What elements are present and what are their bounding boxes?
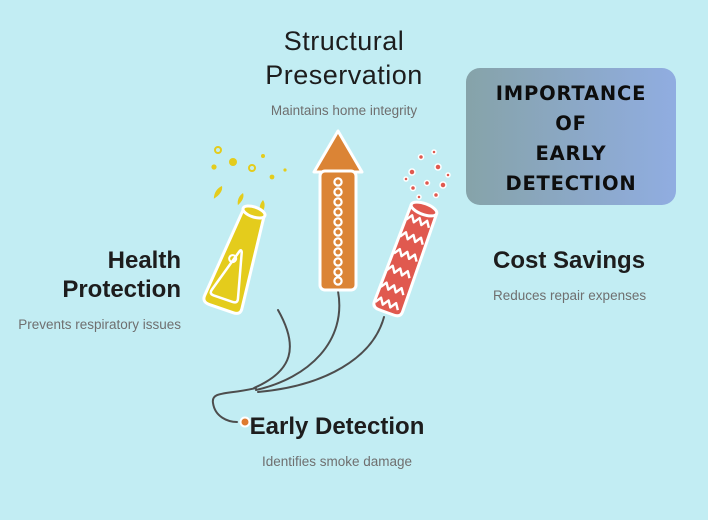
rocket-dot (333, 187, 343, 197)
orange-rocket-firework-icon (312, 129, 364, 292)
health-protection-subtitle: Prevents respiratory issues (18, 317, 181, 332)
zigzag-row (386, 264, 411, 279)
spark-ring (214, 146, 222, 154)
rocket-dot (333, 267, 343, 277)
importance-box-line-1: IMPORTANCE (495, 81, 647, 105)
zigzag-row (380, 281, 405, 296)
importance-box-line-3: EARLY DETECTION (505, 141, 637, 195)
importance-box-line-2: OF (555, 111, 587, 135)
red-firecracker-body (372, 200, 439, 318)
spark-drop (213, 186, 223, 199)
spark-dot (403, 176, 409, 182)
spark-dot (269, 174, 275, 180)
spark-dot (408, 168, 416, 176)
spark-dot (432, 191, 440, 199)
cracker-triangle-mark (209, 249, 243, 304)
orange-fuse-line (255, 290, 341, 391)
yellow-firecracker-icon (202, 146, 287, 315)
zigzag-row (374, 296, 399, 311)
early-detection-title: Early Detection (249, 413, 425, 440)
red-fuse-line (257, 316, 385, 393)
rocket-dot (333, 237, 343, 247)
structural-preservation-subtitle: Maintains home integrity (270, 103, 418, 118)
rocket-dot (333, 197, 343, 207)
fuse-tip-dot-icon (239, 416, 251, 428)
spark-dot (439, 181, 447, 189)
spark-dot (211, 164, 217, 170)
spark-dot (423, 179, 431, 187)
importance-of-early-detection-box: IMPORTANCE OF EARLY DETECTION (466, 68, 676, 205)
rocket-dot (333, 247, 343, 257)
spark-dot (445, 172, 451, 178)
health-protection-title: Health Protection (62, 247, 181, 303)
zigzag-row (405, 214, 431, 229)
cracker-opening (241, 204, 267, 220)
rocket-dot (333, 276, 343, 286)
rocket-dot-column (333, 177, 343, 286)
zigzag-row (393, 247, 418, 262)
rocket-dot (333, 227, 343, 237)
spark-dot (283, 168, 287, 172)
red-firecracker-icon (372, 149, 451, 318)
fuse-hook-line (211, 387, 257, 423)
cost-savings-subtitle: Reduces repair expenses (493, 288, 647, 303)
cracker-circle-mark (228, 254, 238, 264)
rocket-dot (333, 257, 343, 267)
early-detection-subtitle: Identifies smoke damage (261, 454, 413, 469)
red-sparks-icon (403, 149, 451, 200)
zigzag-row (399, 231, 424, 245)
cost-savings-item: Cost Savings Reduces repair expenses (493, 246, 698, 304)
spark-dot (417, 153, 425, 161)
spark-dot (409, 184, 417, 192)
rocket-dot (333, 177, 343, 187)
zigzag-pattern (374, 214, 431, 311)
rocket-dot (333, 217, 343, 227)
spark-dot (416, 194, 422, 200)
spark-drop (237, 193, 244, 206)
rocket-body (318, 169, 358, 292)
spark-dot (261, 154, 265, 158)
yellow-firecracker-body (202, 204, 267, 315)
cracker-opening (409, 200, 439, 218)
spark-dot (431, 149, 437, 155)
spark-dot (229, 158, 237, 166)
structural-preservation-title: Structural Preservation (265, 26, 423, 90)
fuse-lines-icon (211, 290, 385, 428)
early-detection-item: Early Detection Identifies smoke damage (237, 412, 437, 470)
cost-savings-title: Cost Savings (493, 247, 646, 274)
spark-ring (248, 164, 256, 172)
spark-dot (434, 163, 442, 171)
rocket-dot (333, 207, 343, 217)
structural-preservation-item: Structural Preservation Maintains home i… (222, 24, 466, 119)
health-protection-item: Health Protection Prevents respiratory i… (0, 246, 181, 333)
yellow-fuse-line (253, 309, 291, 389)
yellow-sparks-icon (211, 146, 287, 215)
rocket-nose-cone (312, 129, 364, 174)
